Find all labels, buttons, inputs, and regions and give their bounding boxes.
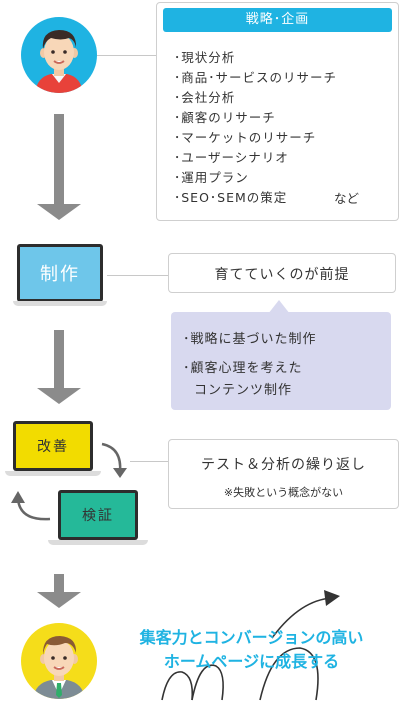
point-item: ･戦略に基づいた制作 (183, 332, 317, 347)
list-item: ･顧客のリサーチ (174, 110, 276, 125)
production-label: 制作 (40, 264, 80, 285)
cycle-arrow-icon (8, 489, 52, 525)
premise-text: 育てていくのが前提 (214, 267, 350, 283)
connector-line (130, 461, 170, 462)
production-laptop-icon: 制作 (13, 244, 107, 306)
improve-label: 改善 (37, 439, 69, 455)
connector-line (107, 275, 169, 276)
cycle-box: テスト＆分析の繰り返し ※失敗という概念がない (168, 439, 399, 509)
planner-avatar-icon (21, 17, 97, 93)
verify-label: 検証 (82, 508, 114, 524)
point-item: ･顧客心理を考えた (183, 361, 303, 376)
verify-laptop-icon: 検証 (48, 490, 148, 548)
list-item: ･ユーザーシナリオ (174, 150, 289, 165)
businessman-avatar-icon (21, 623, 97, 699)
strategy-list: ･現状分析 ･商品･サービスのリサーチ ･会社分析 ･顧客のリサーチ ･マーケッ… (174, 48, 337, 208)
down-arrow-icon (37, 114, 81, 222)
cycle-title: テスト＆分析の繰り返し (201, 457, 366, 473)
list-item: ･運用プラン (174, 170, 249, 185)
improve-laptop-icon: 改善 (5, 421, 101, 477)
down-arrow-icon (37, 574, 81, 610)
list-item: ･SEO･SEMの策定 (174, 190, 288, 205)
result-message: 集客力とコンバージョンの高い ホームページに成長する (103, 626, 400, 674)
cycle-note: ※失敗という概念がない (223, 486, 344, 499)
result-line-1: 集客力とコンバージョンの高い (139, 628, 364, 647)
point-item: コンテンツ制作 (194, 383, 293, 398)
result-line-2: ホームページに成長する (163, 652, 340, 671)
connector-line (97, 55, 156, 56)
growth-arrow-icon (160, 588, 370, 702)
strategy-header: 戦略･企画 (163, 8, 392, 32)
down-arrow-icon (37, 330, 81, 406)
list-item: ･マーケットのリサーチ (174, 130, 317, 145)
callout-pointer (268, 299, 290, 314)
list-item: ･会社分析 (174, 90, 236, 105)
strategy-box: 戦略･企画 ･現状分析 ･商品･サービスのリサーチ ･会社分析 ･顧客のリサーチ… (156, 2, 399, 221)
cycle-arrow-icon (100, 440, 130, 482)
etc-text: など (334, 191, 360, 206)
list-item: ･商品･サービスのリサーチ (174, 70, 338, 85)
premise-box: 育てていくのが前提 (168, 253, 396, 293)
list-item: ･現状分析 (174, 50, 236, 65)
production-points-panel: ･戦略に基づいた制作 ･顧客心理を考えた コンテンツ制作 (171, 312, 391, 410)
